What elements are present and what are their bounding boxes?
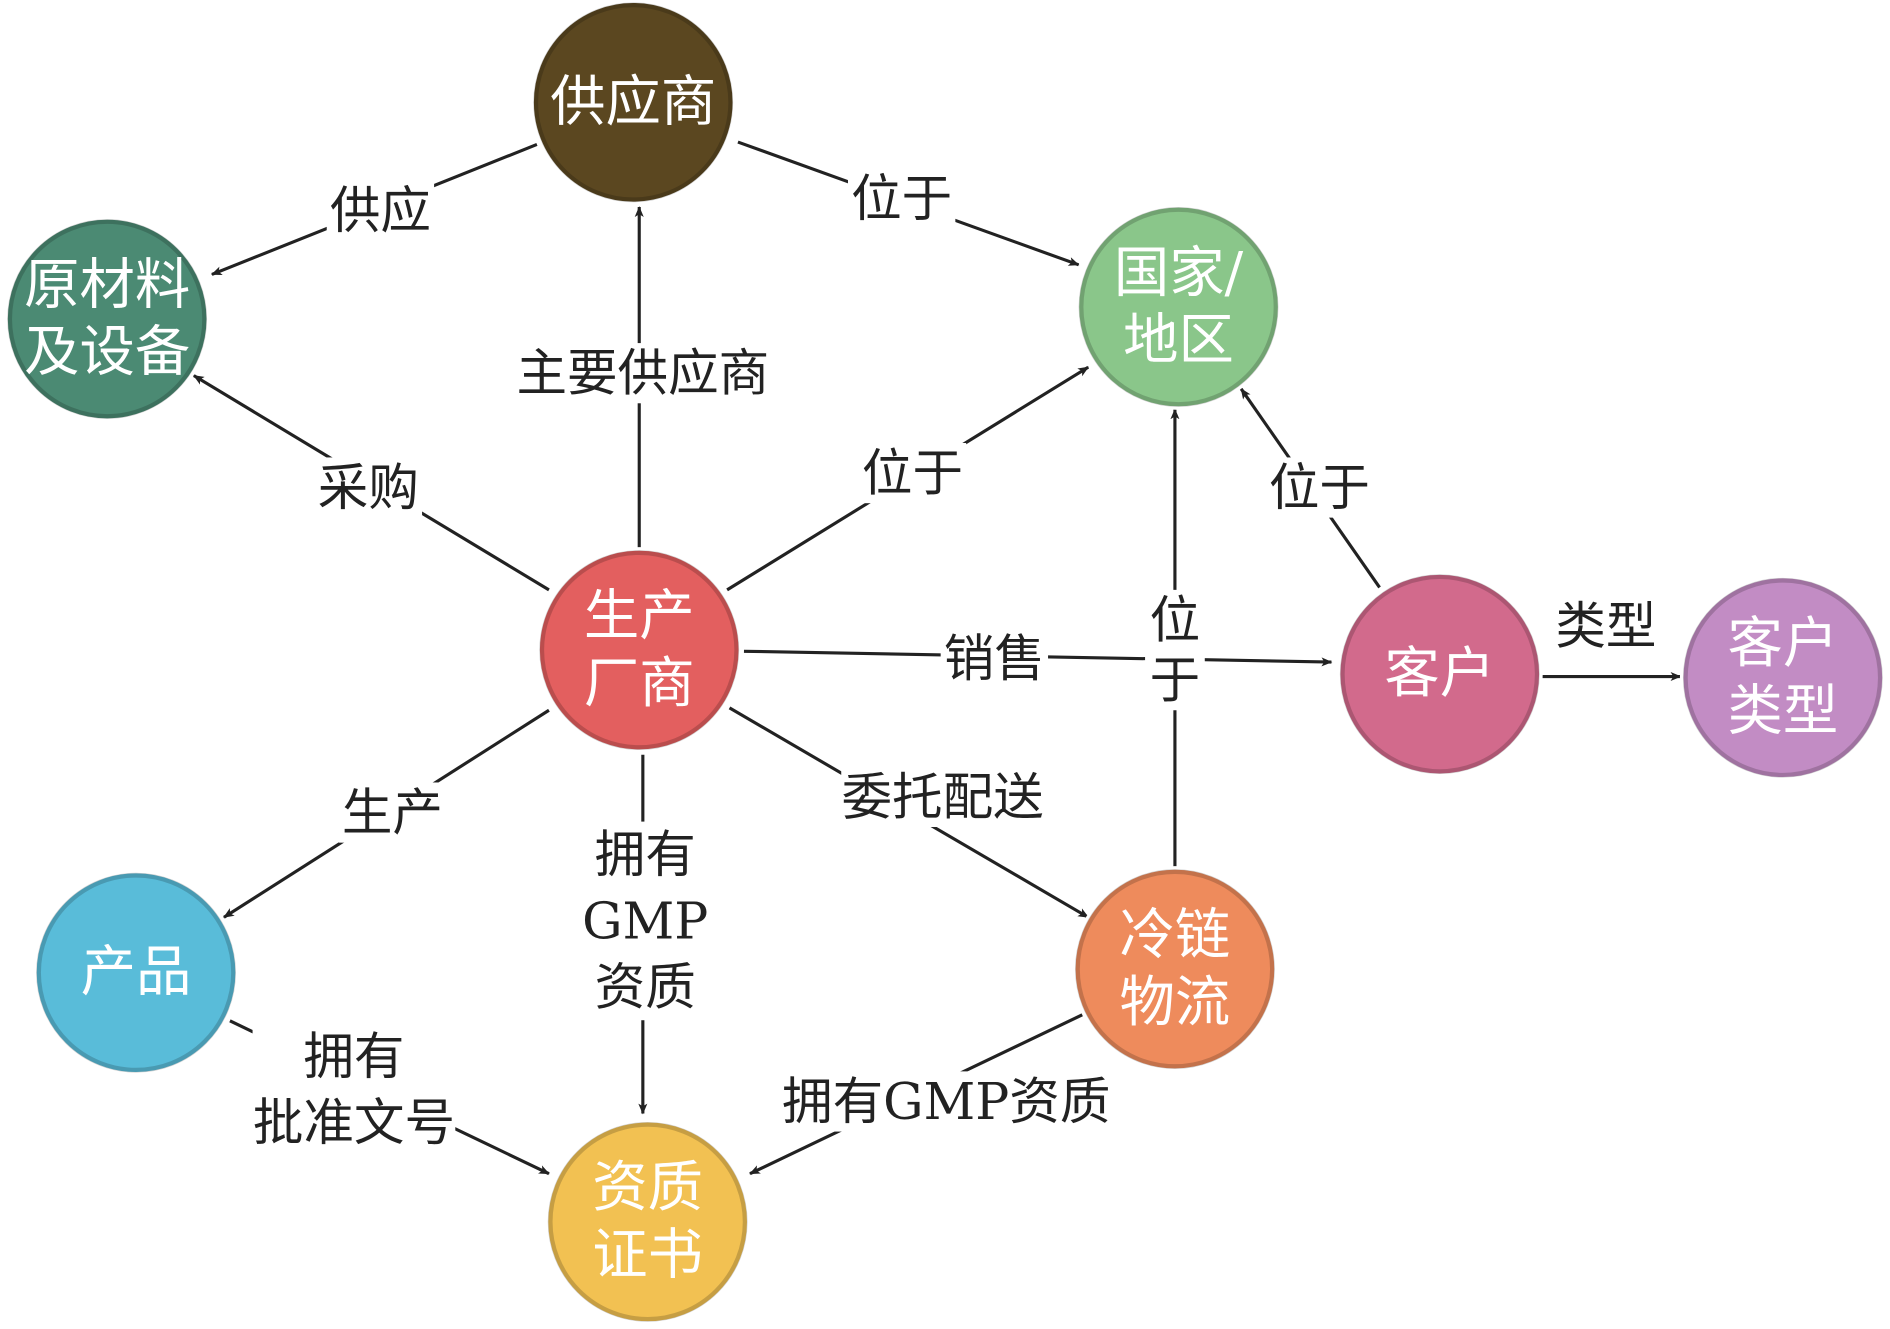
- edge-label-background: [314, 457, 423, 518]
- edge-label-text: 主要供应商: [516, 344, 769, 403]
- edge-label-cold-chain-gmp: 拥有GMP资质: [773, 1071, 1120, 1132]
- edge-label-manufacturer-located: 位于: [858, 443, 967, 504]
- node-circle: [530, 0, 737, 206]
- node-product[interactable]: 产品: [33, 869, 239, 1076]
- edge-label-text: 供应: [330, 181, 431, 240]
- node-circle: [544, 1118, 751, 1325]
- edge-label-text: 采购: [318, 458, 419, 517]
- node-circle: [1072, 866, 1278, 1072]
- node-circle: [33, 869, 239, 1076]
- node-label: 厂商: [584, 652, 695, 716]
- node-circle: [536, 547, 743, 753]
- edge-label-supply: 供应: [326, 180, 435, 241]
- edge-label-text: 批准文号: [253, 1093, 455, 1152]
- node-ring: [7, 219, 208, 419]
- edge-label-text: 于: [1150, 651, 1201, 710]
- edge-label-cold-chain-located: 位于: [1145, 589, 1205, 711]
- edge-label-text: 资质: [595, 958, 696, 1017]
- node-label: 地区: [1123, 309, 1234, 373]
- node-circle: [1075, 204, 1282, 410]
- node-label: 产品: [81, 941, 192, 1005]
- edge-label-background: [326, 180, 435, 241]
- edge-label-background: [517, 343, 769, 404]
- node-label: 证书: [592, 1224, 703, 1288]
- edge-label-text: 委托配送: [841, 767, 1043, 826]
- edge-label-text: 位于: [1269, 458, 1370, 517]
- edge-label-text: 拥有: [595, 825, 696, 884]
- node-label: 原材料: [24, 253, 190, 317]
- edge-label-supplier-located: 位于: [847, 168, 956, 229]
- edge-label-text: 生产: [342, 783, 443, 842]
- node-circle: [4, 216, 211, 422]
- node-label: 冷链: [1120, 903, 1231, 967]
- edge-label-text: GMP: [582, 891, 708, 950]
- edge-label-text: 位于: [851, 169, 952, 228]
- node-ring: [547, 1121, 748, 1322]
- edge-label-background: [1265, 457, 1374, 518]
- edge-label-produce: 生产: [338, 782, 447, 843]
- edge-label-manufacturer-gmp: 拥有 GMP 资质: [567, 821, 723, 1021]
- node-label: 客户: [1727, 612, 1838, 676]
- edge-label-background: [773, 1071, 1120, 1132]
- node-ring: [1078, 207, 1279, 407]
- edge-label-delegate-delivery: 委托配送: [841, 766, 1044, 828]
- edge-label-background: [1145, 589, 1205, 711]
- node-label: 物流: [1120, 971, 1231, 1035]
- edge-label-text: 位于: [862, 444, 963, 503]
- node-ring: [1075, 869, 1275, 1069]
- edge-label-text: 销售: [944, 629, 1045, 688]
- edge-label-background: [338, 782, 447, 843]
- node-country[interactable]: 国家/地区: [1075, 204, 1282, 410]
- edge-label-background: [841, 766, 1044, 828]
- node-circle: [1679, 574, 1886, 781]
- node-label: 生产: [584, 584, 695, 648]
- node-supplier[interactable]: 供应商: [530, 0, 737, 206]
- node-label: 国家/: [1114, 241, 1244, 305]
- edge-label-text: 拥有GMP资质: [782, 1072, 1110, 1131]
- node-ring: [1682, 577, 1883, 778]
- node-label: 类型: [1727, 679, 1838, 743]
- node-circle: [1336, 571, 1543, 778]
- edge-label-purchase: 采购: [314, 457, 423, 518]
- edge-label-text: 位: [1150, 590, 1201, 649]
- node-ring: [539, 550, 740, 750]
- node-customer[interactable]: 客户: [1336, 571, 1543, 778]
- edge-label-text: 拥有: [303, 1027, 404, 1086]
- edge-label-customer-located: 位于: [1265, 457, 1374, 518]
- node-label: 资质: [592, 1156, 703, 1220]
- edge-label-background: [252, 1023, 456, 1156]
- edge-label-text: 类型: [1555, 596, 1656, 655]
- edge-label-background: [858, 443, 967, 504]
- edge-label-type: 类型: [1555, 596, 1656, 655]
- edge-label-sales: 销售: [940, 628, 1049, 689]
- edge-label-main-supplier: 主要供应商: [516, 343, 769, 404]
- node-label: 及设备: [24, 321, 190, 385]
- edge-label-background: [847, 168, 956, 229]
- node-label: 供应商: [550, 70, 716, 134]
- node-ring: [1339, 574, 1540, 775]
- node-ring: [533, 2, 734, 203]
- node-label: 客户: [1384, 642, 1495, 706]
- edge-label-background: [940, 628, 1049, 689]
- node-ring: [36, 872, 236, 1073]
- edge-label-background: [567, 821, 723, 1021]
